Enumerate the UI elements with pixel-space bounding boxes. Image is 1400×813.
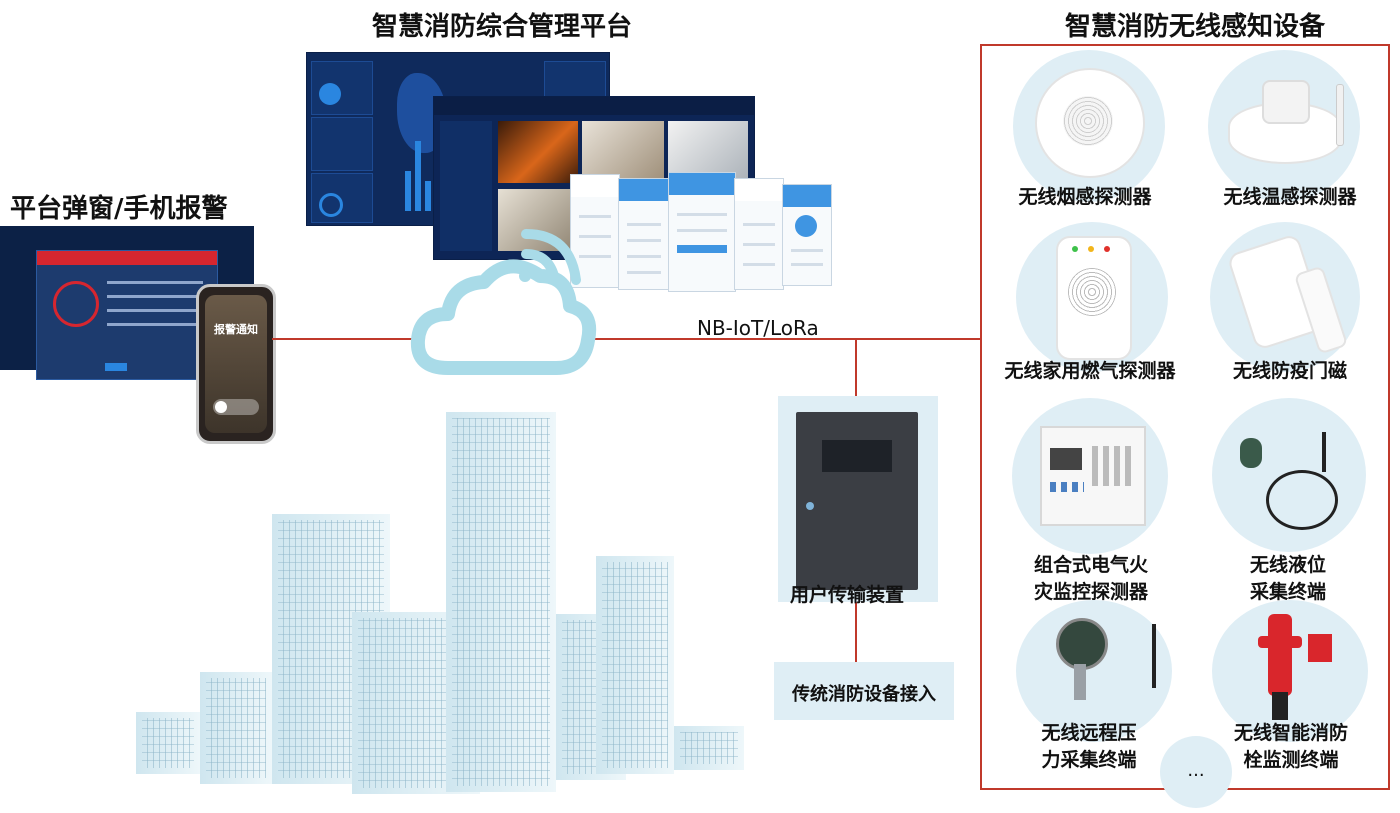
app-screen-4	[734, 178, 784, 290]
device-label-pressure-line2: 力采集终端	[1041, 749, 1137, 771]
link-alarm-cloud	[272, 338, 414, 340]
device-label-electrical-line1: 组合式电气火	[1033, 554, 1148, 576]
more-devices-label: ...	[1187, 760, 1205, 781]
device-label-pressure-line1: 无线远程压	[1041, 722, 1137, 744]
device-label-hydrant-line1: 无线智能消防	[1233, 722, 1348, 744]
device-label-door: 无线防疫门磁	[1232, 360, 1347, 382]
device-label-heat: 无线温感探测器	[1223, 186, 1357, 208]
device-label-hydrant: 无线智能消防 栓监测终端	[1218, 720, 1364, 774]
app-screen-2	[618, 178, 670, 290]
gas-detector-image	[1016, 222, 1168, 372]
more-devices-bubble: ...	[1160, 736, 1232, 808]
platform-title: 智慧消防综合管理平台	[372, 12, 633, 42]
device-label-liquid-line1: 无线液位	[1249, 554, 1326, 576]
liquid-level-terminal-image	[1212, 398, 1366, 552]
phone-alert-title: 报警通知	[214, 323, 258, 336]
device-label-liquid: 无线液位 采集终端	[1232, 552, 1344, 606]
transmission-device-card	[778, 396, 938, 602]
link-to-legacy	[855, 598, 857, 662]
device-label-pressure: 无线远程压 力采集终端	[1022, 720, 1156, 774]
door-sensor-image	[1210, 222, 1360, 372]
device-label-gas: 无线家用燃气探测器	[1004, 360, 1176, 382]
link-cloud-devices	[592, 338, 982, 340]
app-screen-5	[782, 184, 832, 286]
transmission-device	[796, 412, 918, 590]
link-to-transmission	[855, 340, 857, 398]
device-label-electrical-line2: 灾监控探测器	[1033, 581, 1148, 603]
heat-detector-image	[1208, 50, 1360, 202]
app-screen-1	[570, 174, 620, 288]
alarm-title: 平台弹窗/手机报警	[10, 194, 228, 224]
legacy-access-label: 传统消防设备接入	[792, 684, 936, 705]
wifi-icon	[521, 229, 581, 285]
device-label-hydrant-line2: 栓监测终端	[1243, 749, 1339, 771]
answer-icon	[215, 401, 227, 413]
mobile-phone: 报警通知	[196, 284, 276, 444]
devices-title: 智慧消防无线感知设备	[1065, 12, 1326, 42]
device-label-liquid-line2: 采集终端	[1249, 581, 1326, 603]
hydrant-terminal-image	[1212, 600, 1368, 742]
network-label: NB-IoT/LoRa	[697, 316, 819, 340]
transmission-label: 用户传输装置	[790, 584, 905, 606]
electrical-fire-monitor-image	[1012, 398, 1168, 554]
pressure-terminal-image	[1016, 600, 1172, 742]
smoke-detector-image	[1013, 50, 1165, 202]
device-label-electrical: 组合式电气火 灾监控探测器	[1004, 552, 1178, 606]
app-screen-3	[668, 172, 736, 292]
legacy-access-box: 传统消防设备接入	[774, 662, 954, 720]
cloud-icon	[410, 229, 597, 375]
device-label-smoke: 无线烟感探测器	[1018, 186, 1152, 208]
